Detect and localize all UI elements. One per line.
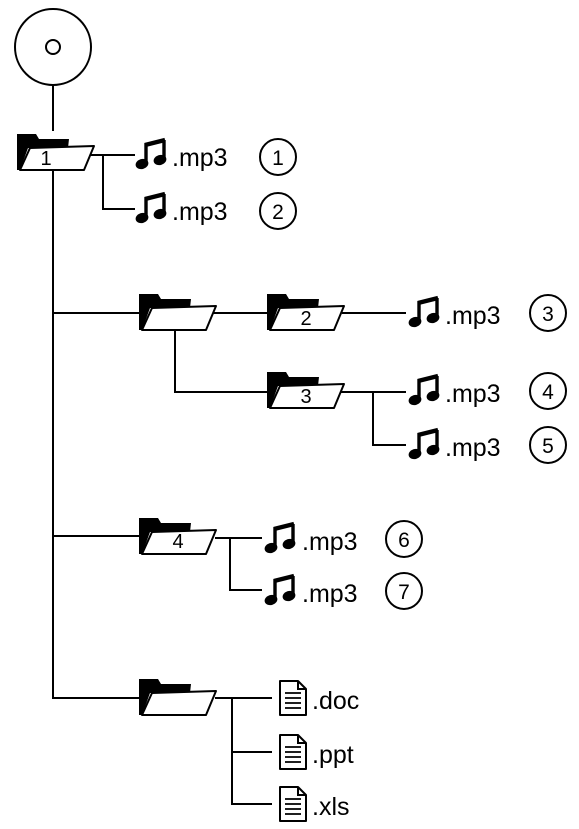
folder-icon	[138, 293, 217, 331]
track-number: 6	[398, 529, 410, 552]
document-item[interactable]: .ppt	[279, 734, 354, 770]
document-icon	[279, 786, 307, 822]
track-number: 5	[542, 435, 554, 458]
track-number-badge	[385, 520, 423, 558]
document-icon	[279, 734, 307, 770]
document-extension: .doc	[312, 687, 359, 715]
track-extension: .mp3	[445, 380, 501, 408]
track-number-badge	[259, 138, 297, 176]
document-item[interactable]: .xls	[279, 786, 350, 822]
tree-connectors	[52, 85, 406, 805]
music-note-icon	[407, 430, 440, 461]
track-number-badge	[259, 192, 297, 230]
track-extension: .mp3	[302, 580, 358, 608]
folder-icon	[16, 133, 95, 171]
track-extension: .mp3	[172, 198, 228, 226]
track-extension: .mp3	[172, 144, 228, 172]
track-item[interactable]: .mp3 6	[263, 520, 423, 558]
folder-label: 3	[300, 386, 311, 408]
folder-label: 4	[172, 531, 183, 553]
track-number: 7	[398, 581, 410, 604]
track-item[interactable]: .mp3 7	[263, 572, 423, 610]
document-item[interactable]: .doc	[279, 680, 359, 716]
track-extension: .mp3	[445, 302, 501, 330]
music-note-icon	[407, 376, 440, 407]
cd-disc-icon	[14, 8, 92, 86]
track-number: 4	[542, 381, 554, 404]
track-extension: .mp3	[445, 434, 501, 462]
folder-icon	[138, 678, 217, 716]
folder-unlabeled-b[interactable]	[138, 678, 217, 716]
track-item[interactable]: .mp3 5	[407, 426, 567, 464]
document-icon	[279, 680, 307, 716]
track-number-badge	[529, 294, 567, 332]
track-extension: .mp3	[302, 528, 358, 556]
folder-1[interactable]: 1	[16, 133, 95, 171]
track-item[interactable]: .mp3 1	[134, 138, 297, 176]
track-number-badge	[529, 372, 567, 410]
track-number-badge	[385, 572, 423, 610]
music-note-icon	[263, 524, 296, 555]
folder-label: 2	[300, 308, 311, 330]
music-note-icon	[407, 298, 440, 329]
track-number: 2	[272, 201, 284, 224]
music-note-icon	[134, 194, 167, 225]
track-number-badge	[529, 426, 567, 464]
document-extension: .xls	[312, 793, 350, 821]
document-extension: .ppt	[312, 741, 354, 769]
track-item[interactable]: .mp3 4	[407, 372, 567, 410]
track-number: 3	[542, 303, 554, 326]
folder-2[interactable]: 2	[266, 293, 345, 331]
folder-3[interactable]: 3	[266, 371, 345, 409]
folder-label: 1	[40, 148, 51, 170]
track-item[interactable]: .mp3 3	[407, 294, 567, 332]
folder-unlabeled-a[interactable]	[138, 293, 217, 331]
music-note-icon	[263, 576, 296, 607]
track-item[interactable]: .mp3 2	[134, 192, 297, 230]
music-note-icon	[134, 140, 167, 171]
track-number: 1	[272, 147, 284, 170]
folder-4[interactable]: 4	[138, 517, 217, 555]
